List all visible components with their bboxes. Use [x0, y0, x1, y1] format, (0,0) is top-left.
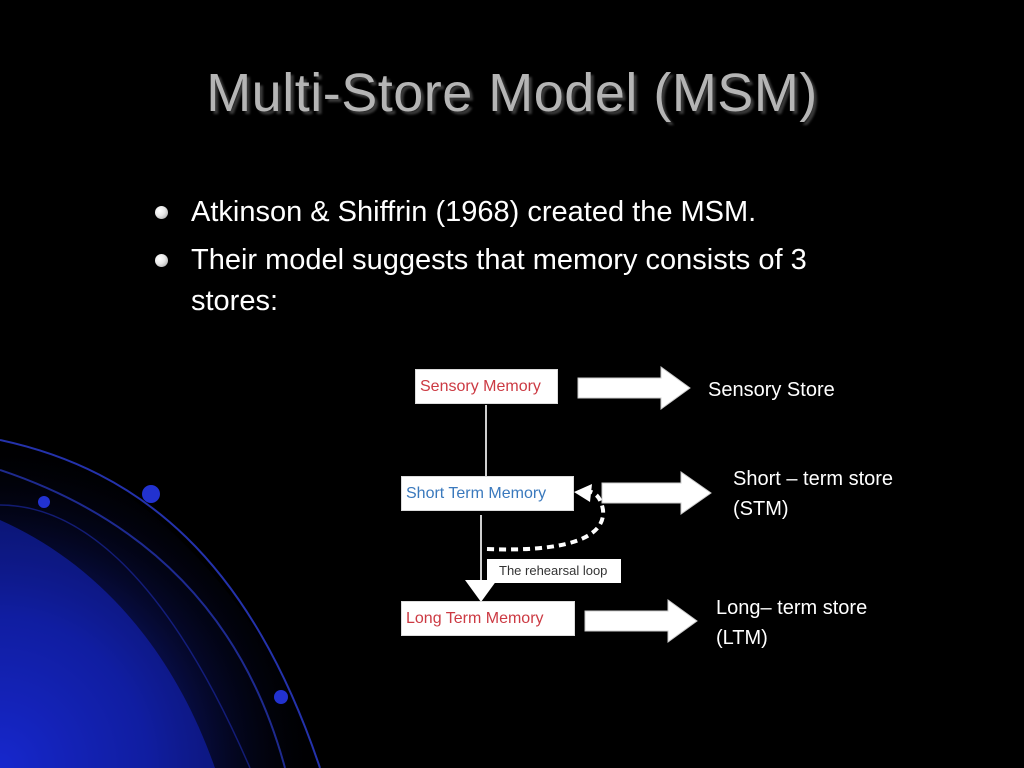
rehearsal-loop-path — [486, 489, 606, 552]
ltm-store-label: Long– term store (LTM) — [716, 593, 867, 653]
slide-title: Multi-Store Model (MSM) — [206, 63, 818, 123]
store-label-line: Short – term store — [733, 468, 894, 490]
sensory-memory-box: Sensory Memory — [415, 369, 558, 404]
decor-arc-1 — [0, 439, 321, 768]
store-label-line: (STM) — [733, 498, 789, 520]
right-arrow-icon — [601, 471, 712, 515]
long-term-memory-box: Long Term Memory — [401, 601, 575, 636]
decor-dot-1 — [142, 485, 160, 503]
decor-arc-2 — [0, 469, 286, 768]
bullet-list: Atkinson & Shiffrin (1968) created the M… — [155, 192, 875, 329]
right-arrow-icon — [584, 599, 698, 643]
bullet-dot-icon — [155, 206, 168, 219]
bullet-item: Atkinson & Shiffrin (1968) created the M… — [155, 192, 875, 233]
decor-dot-3 — [274, 690, 288, 704]
rehearsal-arrowhead-icon — [574, 484, 592, 502]
bullet-dot-icon — [155, 254, 168, 267]
short-term-memory-box: Short Term Memory — [401, 476, 574, 511]
bullet-text: Atkinson & Shiffrin (1968) created the M… — [191, 196, 757, 228]
store-label-line: Long– term store — [716, 597, 868, 619]
store-label-line: (LTM) — [716, 627, 768, 649]
rehearsal-loop-label: The rehearsal loop — [487, 559, 621, 583]
decor-arc-3 — [0, 504, 251, 768]
stm-store-label: Short – term store (STM) — [733, 464, 893, 524]
store-label-line: Sensory Store — [708, 379, 835, 401]
decor-dot-2 — [38, 496, 50, 508]
down-arrow-icon — [465, 580, 497, 602]
right-arrow-icon — [577, 366, 691, 410]
bullet-item: Their model suggests that memory consist… — [155, 240, 875, 322]
bullet-text: Their model suggests that memory consist… — [191, 244, 807, 317]
sensory-store-label: Sensory Store — [708, 375, 835, 405]
blue-glow-inner — [0, 520, 215, 768]
